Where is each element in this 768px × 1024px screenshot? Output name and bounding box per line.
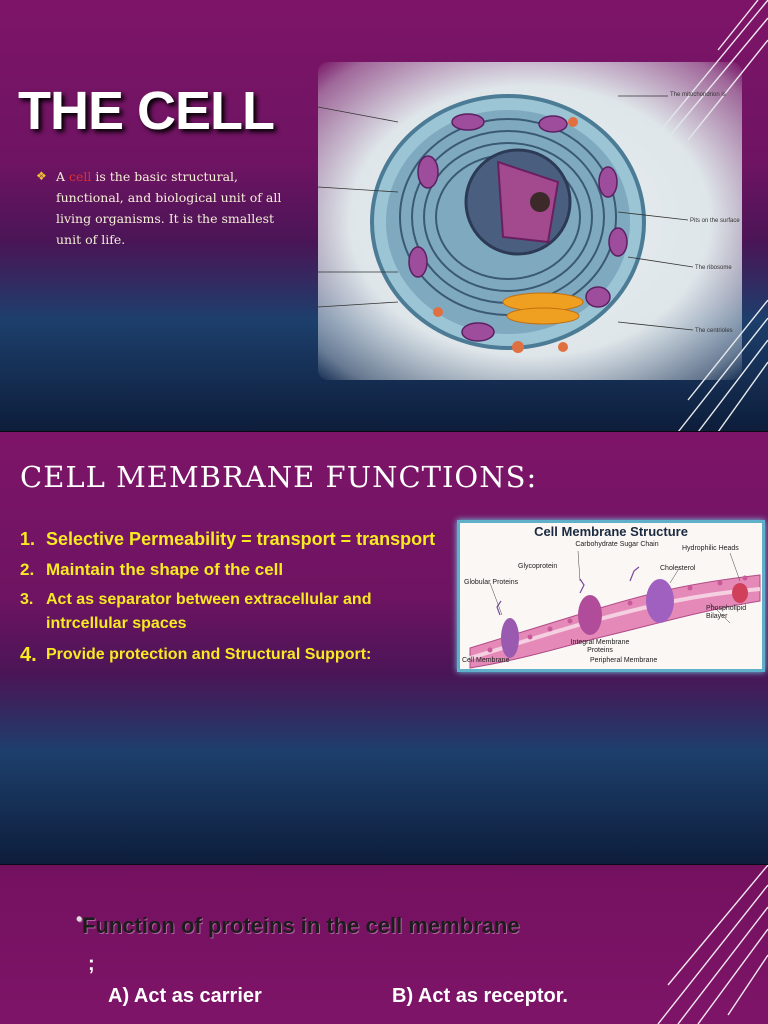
list-text: Maintain the shape of the cell: [46, 560, 284, 579]
list-item: 2. Maintain the shape of the cell: [20, 558, 440, 582]
slide-title: CELL MEMBRANE FUNCTIONS:: [20, 460, 538, 494]
label-cholesterol: Cholesterol: [660, 565, 696, 572]
cell-label-3: The ribosome: [695, 265, 732, 271]
label-globular: Globular Proteins: [464, 579, 519, 586]
list-item: 3. Act as separator between extracellular…: [20, 588, 440, 636]
cell-label-2: Pits on the surface: [690, 218, 740, 224]
slide-protein-functions: •Function of proteins in the cell membra…: [0, 865, 768, 1024]
list-number: 2.: [20, 560, 35, 579]
label-phospholipid: Phospholipid Bilayer: [706, 605, 747, 620]
list-number: 1.: [20, 529, 36, 549]
diamond-bullet-icon: ❖: [36, 169, 47, 183]
heading-text: Function of proteins in the cell membran…: [82, 913, 520, 938]
definition-bullet: ❖ A cell is the basic structural, functi…: [36, 166, 300, 250]
bullet-text-post: is the basic structural, functional, and…: [56, 169, 282, 247]
bullet-highlight-word: cell: [69, 169, 92, 184]
cell-membrane-diagram: Cell Membrane Structure: [457, 520, 765, 672]
list-number: 4.: [20, 644, 37, 666]
slide-title: THE CELL: [18, 81, 275, 141]
label-glycoprotein: Glycoprotein: [518, 563, 558, 570]
slide-membrane-functions: CELL MEMBRANE FUNCTIONS: 1. Selective Per…: [0, 432, 768, 865]
cell-label-4: The centrioles: [695, 328, 733, 334]
list-item: 4. Provide protection and Structural Supp…: [20, 642, 440, 668]
option-a: A) Act as carrier: [108, 985, 262, 1007]
label-cell-membrane: Cell Membrane: [462, 657, 510, 664]
list-number: 3.: [20, 591, 34, 608]
bullet-dot: •: [76, 909, 83, 929]
label-carbohydrate: Carbohydrate Sugar Chain: [575, 541, 659, 548]
functions-list: 1. Selective Permeability = transport = t…: [20, 526, 440, 674]
slide-heading: •Function of proteins in the cell membra…: [76, 909, 520, 939]
cell-label-1: The mitochondrion is: [670, 92, 726, 98]
semicolon: ;: [88, 953, 95, 975]
list-text: Act as separator between extracellular a…: [46, 591, 372, 632]
animal-cell-illustration: The mitochondrion is Pits on the surface…: [318, 62, 742, 380]
bullet-text-pre: A: [56, 169, 70, 184]
label-peripheral: Peripheral Membrane: [590, 657, 658, 664]
diagram-title: Cell Membrane Structure: [534, 524, 688, 539]
label-hydrophilic: Hydrophilic Heads: [682, 545, 739, 552]
list-text: Selective Permeability = transport = tra…: [46, 529, 436, 549]
list-text: Provide protection and Structural Suppor…: [46, 646, 372, 663]
list-item: 1. Selective Permeability = transport = t…: [20, 526, 440, 552]
decorative-lines: [657, 865, 768, 1024]
option-b: B) Act as receptor.: [392, 985, 568, 1007]
slide-the-cell: THE CELL ❖ A cell is the basic structura…: [0, 0, 768, 432]
label-integral: Integral Membrane Proteins: [570, 639, 630, 654]
